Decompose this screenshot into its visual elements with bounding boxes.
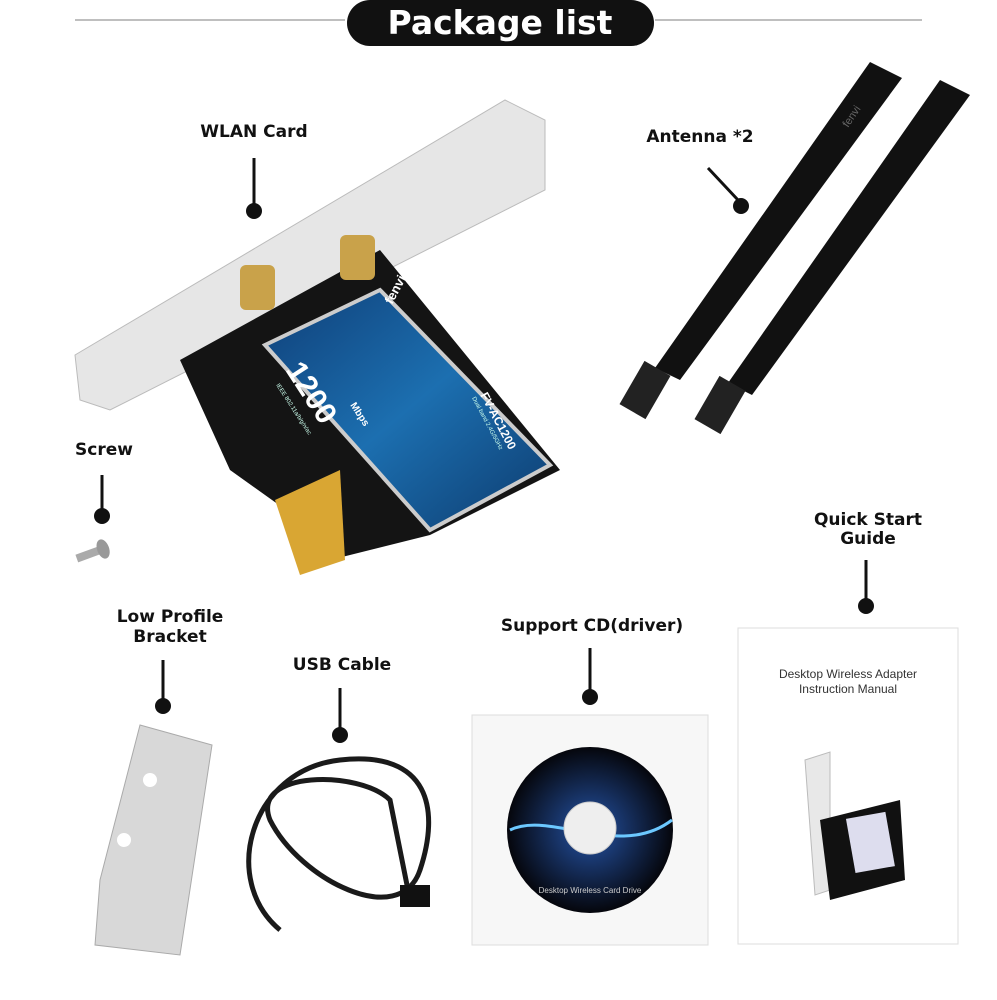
guide-label-line1: Quick Start	[814, 510, 922, 530]
usb-cable-item: USB Cable	[246, 655, 432, 932]
cd-hub	[563, 801, 617, 855]
bracket-label-line2: Bracket	[133, 627, 206, 647]
antenna-connector	[240, 265, 275, 310]
manual-title-line1: Desktop Wireless Adapter	[779, 667, 917, 681]
usb-cable-label: USB Cable	[293, 655, 391, 675]
pointer-dot	[582, 689, 598, 705]
wlan-card-item: WLAN Card fenvi 1200 Mbps IEEE 802.11a/b…	[74, 99, 560, 575]
pointer-dot	[94, 508, 110, 524]
wlan-card-label: WLAN Card	[200, 122, 307, 142]
antenna-2	[728, 80, 970, 395]
guide-label-line2: Guide	[840, 529, 896, 549]
support-cd-label: Support CD(driver)	[501, 616, 683, 636]
header: Package list	[75, 0, 922, 46]
screw-icon	[75, 539, 110, 563]
full-height-bracket	[74, 99, 546, 411]
cd-disc-text: Desktop Wireless Card Drive	[539, 886, 642, 895]
usb-header-plug	[400, 885, 430, 907]
antenna-base	[619, 360, 671, 420]
antenna-1	[655, 62, 902, 380]
pointer-dot	[858, 598, 874, 614]
usb-cable-image	[246, 756, 432, 932]
antenna-label: Antenna *2	[646, 127, 753, 147]
support-cd-item: Support CD(driver) Desktop Wireless Card…	[471, 616, 709, 946]
pointer-dot	[733, 198, 749, 214]
wifi-module	[261, 287, 554, 533]
bracket-image	[94, 724, 213, 956]
low-profile-bracket-item: Low Profile Bracket	[94, 607, 224, 956]
screw-label: Screw	[75, 440, 133, 460]
pointer-dot	[246, 203, 262, 219]
antenna-connector	[340, 235, 375, 280]
manual-title-line2: Instruction Manual	[799, 682, 897, 696]
screw-item: Screw	[75, 440, 133, 563]
antenna-item: Antenna *2 fenvi	[619, 62, 970, 435]
pointer-dot	[332, 727, 348, 743]
quick-start-guide-item: Quick Start Guide Desktop Wireless Adapt…	[737, 510, 959, 945]
title-pill	[347, 0, 654, 46]
pcie-connector	[275, 470, 345, 575]
pointer-dot	[155, 698, 171, 714]
antenna-base	[694, 375, 746, 435]
page-title: Package list	[388, 3, 613, 42]
bracket-label-line1: Low Profile	[117, 607, 224, 627]
